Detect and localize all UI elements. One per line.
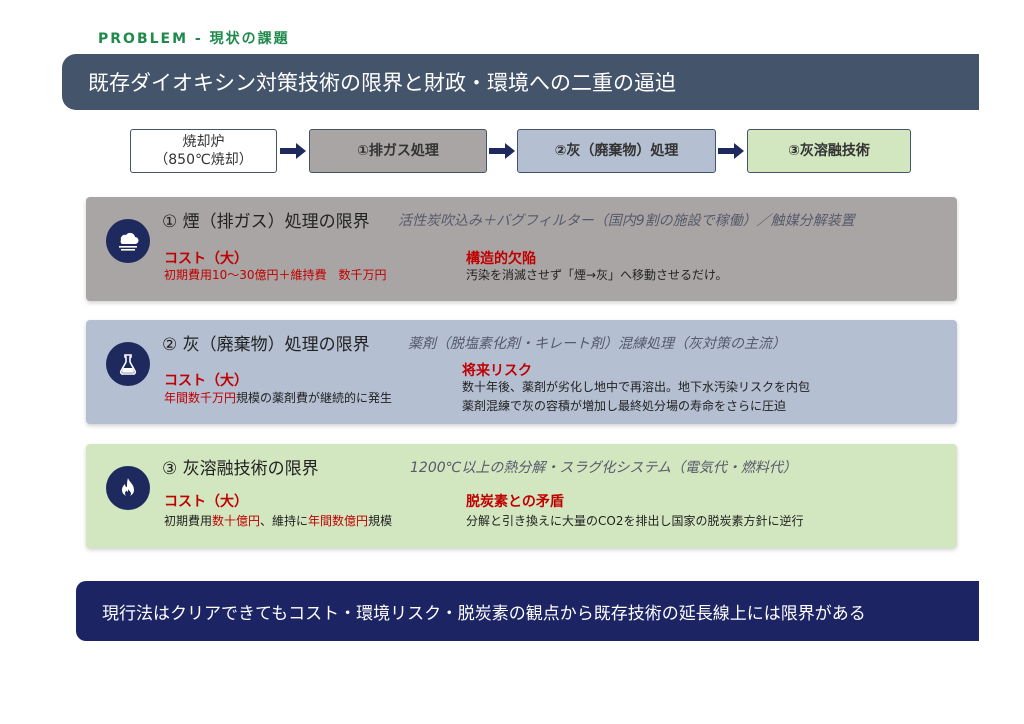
panel-ash-issue-heading: 将来リスク	[462, 363, 532, 379]
conclusion-banner: 現行法はクリアできてもコスト・環境リスク・脱炭素の観点から既存技術の延長線上には…	[76, 581, 979, 641]
panel-gas-cost-text: 初期費用10～30億円＋維持費 数千万円	[164, 268, 387, 282]
panel-melt-cost-annual: 年間数億円	[308, 514, 369, 528]
panel-ash-cost-amount: 年間数千万円	[164, 391, 237, 405]
panel-melt-subtitle: 1200℃以上の熱分解・スラグ化システム（電気代・燃料代）	[410, 460, 797, 476]
flow-arrow-icon	[718, 143, 744, 159]
flow-step-ash: ②灰（廃棄物）処理	[517, 129, 716, 173]
panel-melt-cost-part: 初期費用	[164, 514, 213, 528]
panel-gas-cost-heading: コスト（大）	[164, 251, 248, 267]
page-title: 既存ダイオキシン対策技術の限界と財政・環境への二重の逼迫	[88, 71, 676, 95]
panel-melt-cost-part: 規模	[368, 514, 393, 528]
flow-arrow-icon	[280, 143, 306, 159]
panel-ash-title: ② 灰（廃棄物）処理の限界	[162, 335, 370, 355]
panel-ash-issue-line2: 薬剤混練で灰の容積が増加し最終処分場の寿命をさらに圧迫	[462, 399, 787, 413]
panel-melt-issue-text: 分解と引き換えに大量のCO2を排出し国家の脱炭素方針に逆行	[466, 514, 804, 528]
flow-step-gas: ①排ガス処理	[309, 129, 487, 173]
panel-melt-cost-part: 、維持に	[260, 514, 309, 528]
flow-melt-label: ③灰溶融技術	[788, 143, 870, 159]
flow-step-furnace: 焼却炉 （850℃焼却）	[130, 129, 277, 173]
fire-icon	[106, 466, 150, 510]
panel-ash-cost-text: 年間数千万円規模の薬剤費が継続的に発生	[164, 389, 392, 408]
panel-melt-cost-heading: コスト（大）	[164, 494, 248, 510]
panel-gas-title: ① 煙（排ガス）処理の限界	[162, 212, 370, 232]
panel-melt-issue-heading: 脱炭素との矛盾	[466, 494, 564, 510]
panel-melt-cost-text: 初期費用数十億円、維持に年間数億円規模	[164, 512, 392, 531]
flow-arrow-icon	[489, 143, 515, 159]
panel-melt-title: ③ 灰溶融技術の限界	[162, 459, 319, 479]
panel-gas-issue-text: 汚染を消滅させず「煙→灰」へ移動させるだけ。	[466, 268, 728, 282]
panel-gas-subtitle: 活性炭吹込み＋バグフィルター（国内9割の施設で稼働）／触媒分解装置	[398, 213, 855, 229]
section-label: PROBLEM - 現状の課題	[98, 31, 290, 47]
flow-furnace-temp: （850℃焼却）	[154, 152, 253, 168]
flow-ash-label: ②灰（廃棄物）処理	[554, 143, 679, 159]
flow-step-melt: ③灰溶融技術	[747, 129, 911, 173]
flask-icon	[106, 342, 150, 386]
panel-gas-treatment: ① 煙（排ガス）処理の限界 活性炭吹込み＋バグフィルター（国内9割の施設で稼働）…	[86, 197, 957, 301]
panel-gas-issue-heading: 構造的欠陥	[466, 251, 536, 267]
smoke-icon	[106, 219, 150, 263]
conclusion-text: 現行法はクリアできてもコスト・環境リスク・脱炭素の観点から既存技術の延長線上には…	[102, 603, 866, 624]
panel-ash-cost-heading: コスト（大）	[164, 373, 248, 389]
panel-ash-subtitle: 薬剤（脱塩素化剤・キレート剤）混練処理（灰対策の主流）	[408, 336, 786, 352]
panel-ash-melting: ③ 灰溶融技術の限界 1200℃以上の熱分解・スラグ化システム（電気代・燃料代）…	[86, 444, 957, 548]
panel-ash-issue-line1: 数十年後、薬剤が劣化し地中で再溶出。地下水汚染リスクを内包	[462, 380, 811, 394]
panel-melt-cost-initial: 数十億円	[212, 514, 261, 528]
panel-ash-cost-rest: 規模の薬剤費が継続的に発生	[236, 391, 393, 405]
title-banner: 既存ダイオキシン対策技術の限界と財政・環境への二重の逼迫	[62, 54, 979, 110]
panel-ash-treatment: ② 灰（廃棄物）処理の限界 薬剤（脱塩素化剤・キレート剤）混練処理（灰対策の主流…	[86, 320, 957, 424]
flow-furnace-label: 焼却炉	[182, 134, 225, 150]
flow-gas-label: ①排ガス処理	[357, 143, 439, 159]
